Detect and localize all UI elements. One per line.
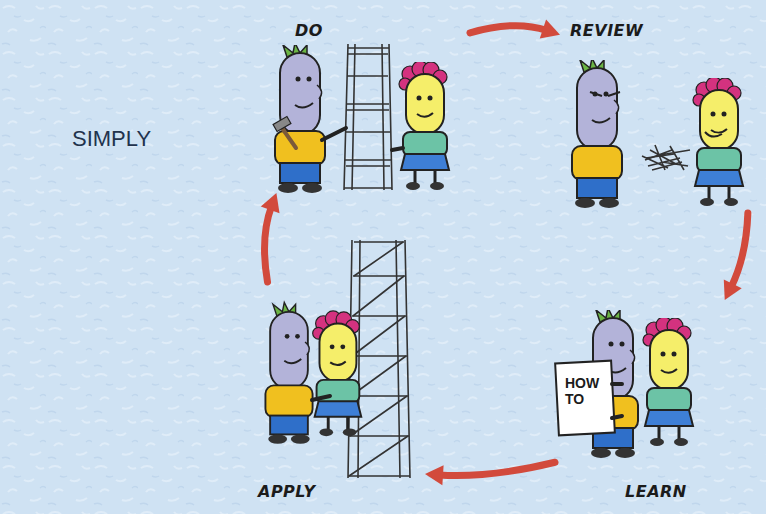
cycle-arrow: [425, 462, 555, 485]
apply-scene: [265, 240, 410, 478]
stage-node: DO: [250, 15, 470, 193]
stage-node: APPLY: [250, 282, 425, 508]
cycle-arrow: [470, 20, 560, 39]
stage-node: REVIEW: [560, 15, 762, 213]
review-scene: [572, 58, 743, 208]
diagram-title: SIMPLY: [72, 126, 151, 152]
stage-label: APPLY: [258, 482, 316, 501]
stage-label: LEARN: [625, 482, 687, 501]
do-scene: [273, 43, 449, 193]
stage-label: REVIEW: [570, 21, 643, 40]
stage-label: DO: [295, 21, 323, 40]
learn-scene: [555, 308, 693, 458]
cycle-arrow: [724, 213, 748, 300]
how-to-paper: [555, 361, 615, 436]
cycle-arrow: [261, 193, 280, 282]
paper-text: HOW TO: [563, 374, 603, 408]
